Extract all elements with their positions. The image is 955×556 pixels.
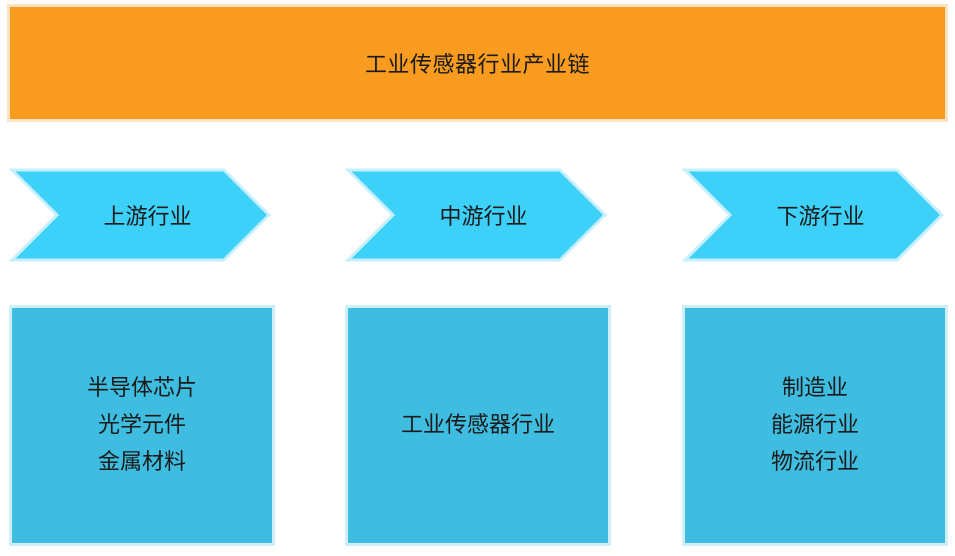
- box-item: 物流行业: [770, 450, 859, 475]
- chevron-shape: [8, 168, 272, 262]
- box-item: 金属材料: [97, 450, 186, 475]
- stage-chevron-midstream: 中游行业: [344, 168, 608, 262]
- diagram-title: 工业传感器行业产业链: [364, 53, 590, 78]
- box-item: 能源行业: [770, 413, 859, 438]
- box-item: 制造业: [781, 376, 848, 401]
- title-banner: 工业传感器行业产业链: [10, 7, 945, 119]
- stage-chevron-upstream: 上游行业: [8, 168, 272, 262]
- box-item: 光学元件: [97, 413, 186, 438]
- stage-label-downstream: 下游行业: [776, 205, 865, 230]
- stage-box-upstream: 半导体芯片 光学元件 金属材料: [12, 308, 272, 543]
- box-item: 工业传感器行业: [400, 413, 555, 438]
- stage-label-midstream: 中游行业: [439, 205, 528, 230]
- stage-box-downstream: 制造业 能源行业 物流行业: [685, 308, 945, 543]
- stage-box-midstream: 工业传感器行业: [348, 308, 608, 543]
- stage-label-upstream: 上游行业: [103, 205, 192, 230]
- box-item: 半导体芯片: [86, 376, 197, 401]
- chevron-shape: [681, 168, 945, 262]
- chevron-shape: [344, 168, 608, 262]
- stage-chevron-downstream: 下游行业: [681, 168, 945, 262]
